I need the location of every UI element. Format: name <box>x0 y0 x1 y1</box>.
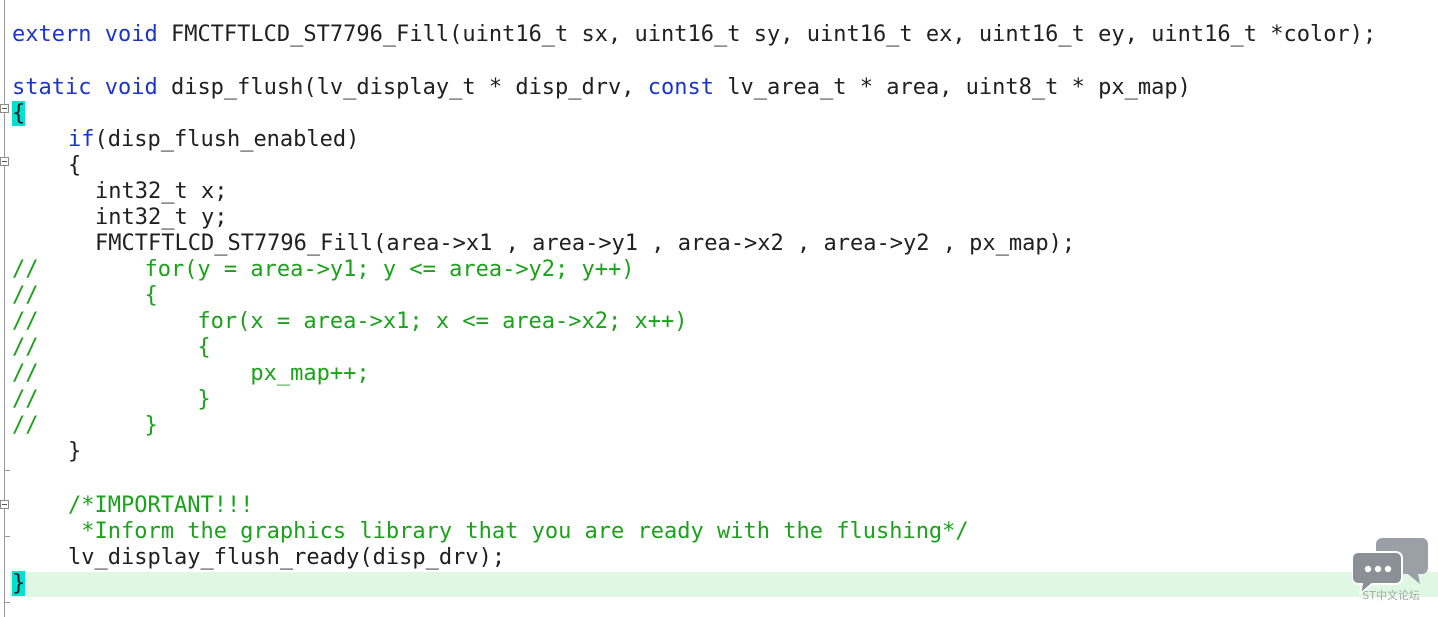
code-text: lv_display_flush_ready(disp_drv); <box>68 545 506 570</box>
comment-line: // } <box>12 387 211 413</box>
fold-toggle-function[interactable] <box>0 104 9 113</box>
comment-line: // { <box>12 283 158 309</box>
comment-text: // for(x = area->x1; x <= area->x2; x++) <box>12 309 688 334</box>
code-text: { <box>68 153 82 178</box>
code-text: FMCTFTLCD_ST7796_Fill(uint16_t sx, uint1… <box>157 22 1377 47</box>
comment-text: // px_map++; <box>12 361 370 386</box>
fold-end-tick <box>4 602 10 603</box>
fold-end-tick <box>4 536 10 537</box>
comment-text: // { <box>12 283 158 308</box>
comment-line: // for(y = area->y1; y <= area->y2; y++) <box>12 257 635 283</box>
code-line: { <box>12 153 81 179</box>
comment-text: // for(y = area->y1; y <= area->y2; y++) <box>12 257 635 282</box>
watermark-text: ST中文论坛 <box>1362 589 1420 602</box>
comment-text: /*IMPORTANT!!! <box>68 493 254 518</box>
code-text: (disp_flush_enabled) <box>94 127 360 152</box>
keyword: extern void <box>12 22 158 47</box>
keyword: static void <box>12 75 158 100</box>
code-text: int32_t y; <box>95 205 228 230</box>
forum-watermark: ST中文论坛 <box>1348 536 1430 611</box>
keyword: if <box>68 127 95 152</box>
comment-line: *Inform the graphics library that you ar… <box>12 519 969 545</box>
keyword: const <box>647 75 715 100</box>
code-text: lv_area_t * area, uint8_t * px_map) <box>714 75 1191 100</box>
fold-end-tick <box>4 470 10 471</box>
comment-text: // } <box>12 387 211 412</box>
comment-line: // px_map++; <box>12 361 370 387</box>
code-line: int32_t x; <box>12 179 227 205</box>
code-line: FMCTFTLCD_ST7796_Fill(area->x1 , area->y… <box>12 231 1075 257</box>
code-line: lv_display_flush_ready(disp_drv); <box>12 545 505 571</box>
code-line: } <box>12 439 81 465</box>
code-line: extern void FMCTFTLCD_ST7796_Fill(uint16… <box>12 22 1376 48</box>
chat-bubbles-icon <box>1352 538 1428 594</box>
fold-toggle-comment[interactable] <box>0 500 9 509</box>
code-line: int32_t y; <box>12 205 227 231</box>
matched-brace: { <box>12 101 26 126</box>
code-text: int32_t x; <box>95 179 228 204</box>
comment-line: // for(x = area->x1; x <= area->x2; x++) <box>12 309 688 335</box>
code-line: } <box>12 571 26 597</box>
comment-line: /*IMPORTANT!!! <box>12 493 253 519</box>
fold-gutter <box>4 0 5 617</box>
code-line: { <box>12 101 26 127</box>
code-text: disp_flush(lv_display_t * disp_drv, <box>157 75 648 100</box>
matched-brace: } <box>12 571 26 596</box>
fold-toggle-if-block[interactable] <box>0 157 9 166</box>
code-line: static void disp_flush(lv_display_t * di… <box>12 75 1191 101</box>
comment-text: // { <box>12 335 211 360</box>
code-line: if(disp_flush_enabled) <box>12 127 359 153</box>
code-text: FMCTFTLCD_ST7796_Fill(area->x1 , area->y… <box>95 231 1076 256</box>
comment-text: *Inform the graphics library that you ar… <box>68 519 969 544</box>
comment-line: // { <box>12 335 211 361</box>
comment-line: // } <box>12 413 158 439</box>
current-line-highlight <box>10 572 1438 597</box>
code-text: } <box>68 439 82 464</box>
comment-text: // } <box>12 413 158 438</box>
